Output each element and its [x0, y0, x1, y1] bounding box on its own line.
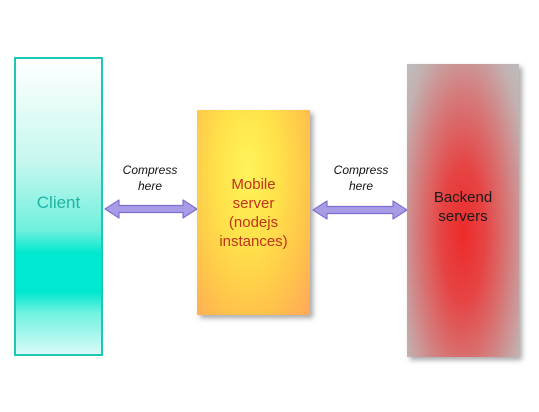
client-mobile-arrow — [104, 199, 198, 219]
backend-servers-label: Backend servers — [433, 188, 493, 225]
mobile-server-label: Mobile server (nodejs instances) — [219, 175, 288, 250]
mobile-backend-arrow — [312, 200, 408, 220]
client-box: Client — [14, 57, 103, 356]
backend-servers-box: Backend servers — [407, 64, 519, 357]
compress-note-right: Compress here — [333, 163, 389, 193]
compress-note-left: Compress here — [122, 163, 178, 193]
client-label: Client — [36, 192, 81, 212]
mobile-server-box: Mobile server (nodejs instances) — [197, 110, 310, 315]
